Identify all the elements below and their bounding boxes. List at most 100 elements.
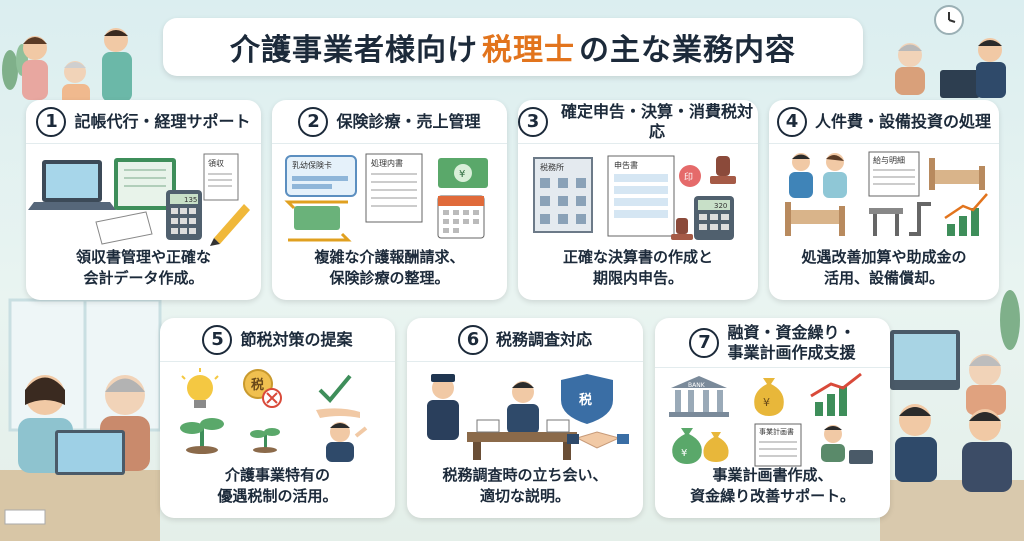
tax-shield-label: 税 bbox=[579, 392, 592, 408]
growth-chart-icon bbox=[944, 193, 988, 236]
tax-inspector-icon bbox=[427, 374, 459, 440]
service-card-financing: 7 融資・資金繰り・ 事業計画作成支援 BANK ¥ ¥ bbox=[655, 318, 890, 518]
lift-equipment-icon bbox=[869, 202, 931, 236]
service-card-tax-filing: 3 確定申告・決算・消費税対応 税務所 申告書 印 bbox=[518, 100, 758, 300]
tax-audit-illustration: 税 bbox=[427, 374, 629, 460]
card-description: 領収書管理や正確な 会計データ作成。 bbox=[26, 247, 261, 291]
calendar-icon bbox=[437, 195, 485, 239]
card-number: 2 bbox=[298, 106, 329, 137]
desk-icon bbox=[467, 419, 577, 460]
tax-saving-illustration: 税 bbox=[180, 368, 368, 462]
tax-filing-illustration: 税務所 申告書 印 320 bbox=[533, 155, 736, 240]
tax-shield-icon: 税 bbox=[561, 374, 613, 424]
tax-return-form-icon: 申告書 bbox=[607, 155, 675, 237]
desc-line: 複雑な介護報酬請求、 bbox=[314, 247, 465, 266]
tax-coin-icon: 税 bbox=[243, 369, 282, 408]
calc-display: 135 bbox=[184, 196, 197, 204]
card-description: 複雑な介護報酬請求、 保険診療の整理。 bbox=[272, 247, 507, 291]
title-suffix: の主な業務内容 bbox=[579, 33, 796, 68]
card-description: 事業計画書作成、 資金繰り改善サポート。 bbox=[655, 465, 890, 509]
desc-line: 正確な決算書の作成と bbox=[562, 247, 713, 266]
card-number: 3 bbox=[518, 106, 548, 137]
desc-line: 税務調査時の立ち会い、 bbox=[442, 465, 608, 484]
desc-line: 処遇改善加算や助成金の bbox=[801, 247, 967, 266]
handshake-icon bbox=[567, 431, 629, 449]
seal-icon: 印 bbox=[679, 165, 701, 187]
sprout-icon bbox=[250, 428, 280, 453]
desc-line: 介護事業特有の bbox=[224, 465, 330, 484]
advisor-person-icon bbox=[821, 425, 873, 464]
desc-line: 会計データ作成。 bbox=[83, 269, 204, 288]
service-card-bookkeeping: 1 記帳代行・経理サポート 領収 135 bbox=[26, 100, 261, 300]
banknote-icon: ¥ bbox=[438, 158, 488, 188]
card-header: 5 節税対策の提案 bbox=[160, 318, 395, 362]
card-header: 1 記帳代行・経理サポート bbox=[26, 100, 261, 144]
card-description: 処遇改善加算や助成金の 活用、設備償却。 bbox=[769, 247, 999, 291]
card-title: 節税対策の提案 bbox=[240, 329, 353, 349]
care-bed-icon bbox=[929, 158, 985, 190]
desc-line: 期限内申告。 bbox=[592, 269, 683, 288]
desc-line: 資金繰り改善サポート。 bbox=[690, 487, 855, 506]
desc-line: 保険診療の整理。 bbox=[329, 269, 450, 288]
tax-office-building-icon: 税務所 bbox=[533, 157, 593, 233]
checkmark-hand-icon bbox=[316, 374, 360, 418]
yen-symbol: ¥ bbox=[459, 169, 465, 180]
card-description: 税務調査時の立ち会い、 適切な説明。 bbox=[407, 465, 643, 509]
caregiver-people-illustration bbox=[22, 28, 132, 106]
clock-icon bbox=[934, 5, 964, 35]
money-bag-icon: ¥ bbox=[754, 378, 784, 416]
business-plan-icon: 事業計画書 bbox=[754, 423, 802, 467]
card-title-line: 融資・資金繰り・ bbox=[727, 322, 856, 342]
card-number: 1 bbox=[36, 106, 67, 137]
yen-symbol: ¥ bbox=[681, 448, 687, 459]
card-title: 税務調査対応 bbox=[495, 329, 592, 349]
bank-icon: BANK bbox=[669, 376, 729, 417]
paper-icon bbox=[95, 211, 153, 245]
insurance-card-label: 乳幼保険卡 bbox=[292, 160, 332, 170]
stamp-icon bbox=[671, 218, 693, 240]
calculator-icon: 320 bbox=[694, 196, 734, 240]
advisor-person-icon bbox=[326, 422, 368, 462]
payslip-label: 給与明細 bbox=[873, 155, 905, 165]
title-accent: 税理士 bbox=[482, 33, 575, 68]
filing-label: 申告書 bbox=[614, 160, 638, 170]
yen-symbol: ¥ bbox=[763, 396, 770, 409]
payslip-icon: 給与明細 bbox=[868, 151, 920, 197]
card-header: 7 融資・資金繰り・ 事業計画作成支援 bbox=[655, 318, 890, 368]
advisor-person-icon bbox=[507, 381, 539, 434]
calculator-icon: 135 bbox=[166, 190, 202, 240]
staff-icon bbox=[789, 153, 847, 198]
title-prefix: 介護事業者様向け bbox=[230, 33, 478, 68]
card-header: 3 確定申告・決算・消費税対応 bbox=[518, 100, 758, 144]
card-title: 保険診療・売上管理 bbox=[336, 111, 481, 131]
card-description: 介護事業特有の 優遇税制の活用。 bbox=[160, 465, 395, 509]
service-card-insurance-billing: 2 保険診療・売上管理 乳幼保険卡 処理内書 ¥ bbox=[272, 100, 507, 300]
desc-line: 活用、設備償却。 bbox=[823, 269, 944, 288]
laptop-icon bbox=[28, 160, 116, 210]
desc-line: 領収書管理や正確な bbox=[75, 247, 211, 266]
card-number: 6 bbox=[457, 324, 488, 355]
tax-coin-label: 税 bbox=[251, 377, 264, 393]
desc-line: 事業計画書作成、 bbox=[712, 465, 833, 484]
growth-chart-icon bbox=[810, 372, 862, 416]
desc-line: 適切な説明。 bbox=[479, 487, 570, 506]
receipt-icon: 領収 bbox=[203, 153, 239, 201]
care-bed-icon bbox=[785, 202, 845, 236]
tax-office-label: 税務所 bbox=[540, 162, 564, 172]
bank-label: BANK bbox=[688, 382, 706, 389]
service-card-personnel-equipment: 4 人件費・設備投資の処理 給与明細 bbox=[769, 100, 999, 300]
bookkeeping-illustration: 領収 135 bbox=[28, 153, 250, 246]
card-header: 2 保険診療・売上管理 bbox=[272, 100, 507, 144]
money-bag-icon: ¥ bbox=[672, 428, 729, 464]
card-header: 4 人件費・設備投資の処理 bbox=[769, 100, 999, 144]
sprout-icon bbox=[180, 418, 224, 454]
ledger-book-icon bbox=[114, 158, 176, 210]
desc-line: 優遇税制の活用。 bbox=[217, 487, 338, 506]
record-label: 処理内書 bbox=[371, 158, 403, 168]
card-title: 記帳代行・経理サポート bbox=[74, 111, 251, 131]
receipt-label: 領収 bbox=[208, 158, 224, 168]
insurance-billing-illustration: 乳幼保険卡 処理内書 ¥ bbox=[284, 153, 488, 242]
card-title: 人件費・設備投資の処理 bbox=[814, 111, 991, 131]
card-title: 確定申告・決算・消費税対応 bbox=[560, 101, 753, 141]
